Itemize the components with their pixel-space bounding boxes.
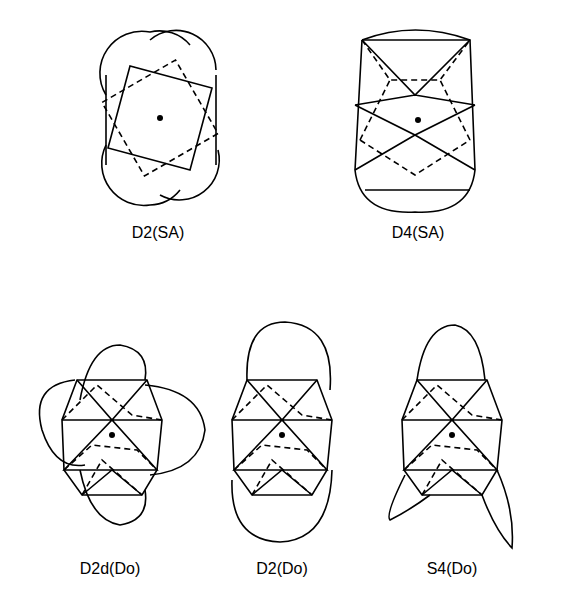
symmetry-label: D2(SA)	[132, 224, 184, 242]
dodecahedron-d2d	[39, 345, 205, 525]
dodecahedron-s4	[389, 325, 512, 548]
square-antiprism-d4	[355, 30, 475, 212]
symmetry-label: D2(Do)	[256, 560, 308, 578]
symmetry-label: D4(SA)	[392, 224, 444, 242]
square-antiprism-d2	[100, 30, 219, 205]
symmetry-label: S4(Do)	[427, 560, 478, 578]
symmetry-label: D2d(Do)	[80, 560, 140, 578]
dodecahedron-d2	[232, 322, 332, 542]
